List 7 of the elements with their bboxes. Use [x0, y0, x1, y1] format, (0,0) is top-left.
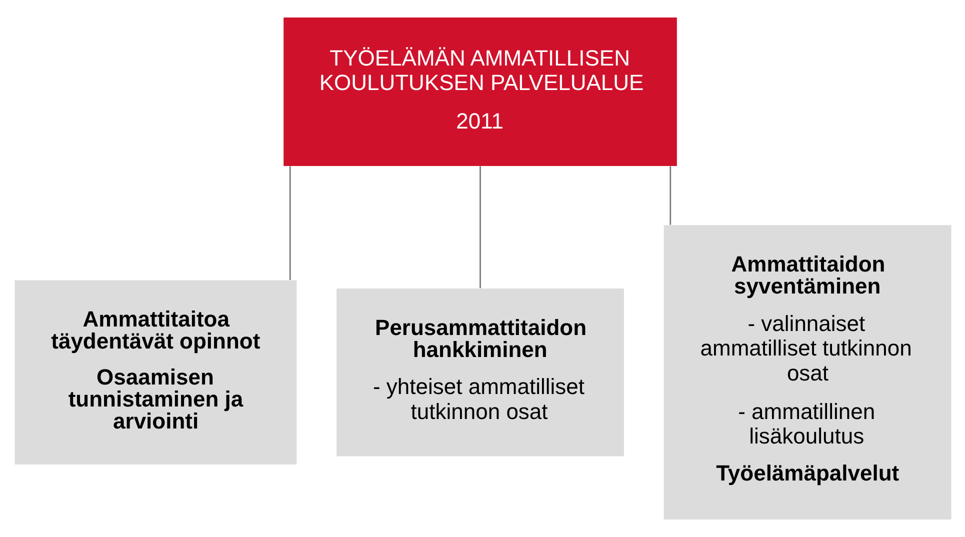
node-box: Perusammattitaidon hankkiminen - yhteiset ammatilliset tutkinnon osat: [336, 288, 624, 456]
connector: [288, 166, 290, 280]
connector: [669, 166, 671, 225]
node-box: Ammattitaitoa täydentävät opinnot Osaamisen tunnistaminen ja arviointi: [14, 280, 296, 464]
node-box: TYÖELÄMÄN AMMATILLISEN KOULUTUKSEN PALVELUALUE 2011: [283, 18, 676, 166]
connector: [479, 166, 480, 288]
node-box: Ammattitaidon syventäminen - valinnaiset ammatilliset tutkinnon osat - ammatillinen lisäkoulutus Työelämäpalvelut: [663, 225, 951, 520]
